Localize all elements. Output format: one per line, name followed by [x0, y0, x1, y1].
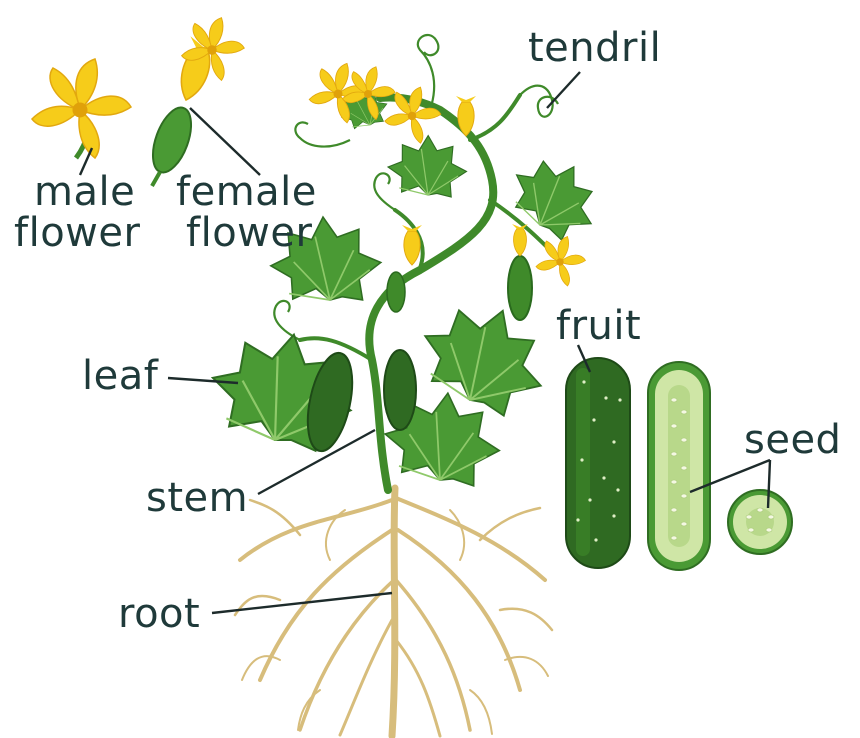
female-flower-illustration — [145, 18, 244, 186]
label-female-flower-line2: flower — [186, 213, 312, 253]
label-male-flower-line2: flower — [14, 213, 140, 253]
label-male-flower-line1: male — [34, 172, 135, 212]
label-fruit: fruit — [556, 306, 641, 346]
fruit-illustration — [566, 358, 630, 568]
label-stem: stem — [146, 478, 248, 518]
label-root: root — [118, 594, 200, 634]
male-flower-illustration — [32, 59, 131, 158]
fruit-cross-section-round — [728, 490, 792, 554]
label-tendril: tendril — [528, 28, 661, 68]
fruit-cross-section-long — [648, 362, 710, 570]
leaves — [213, 82, 608, 493]
root-system — [235, 488, 552, 736]
label-seed: seed — [744, 420, 841, 460]
label-leaf: leaf — [82, 356, 158, 396]
label-female-flower-line1: female — [176, 172, 317, 212]
